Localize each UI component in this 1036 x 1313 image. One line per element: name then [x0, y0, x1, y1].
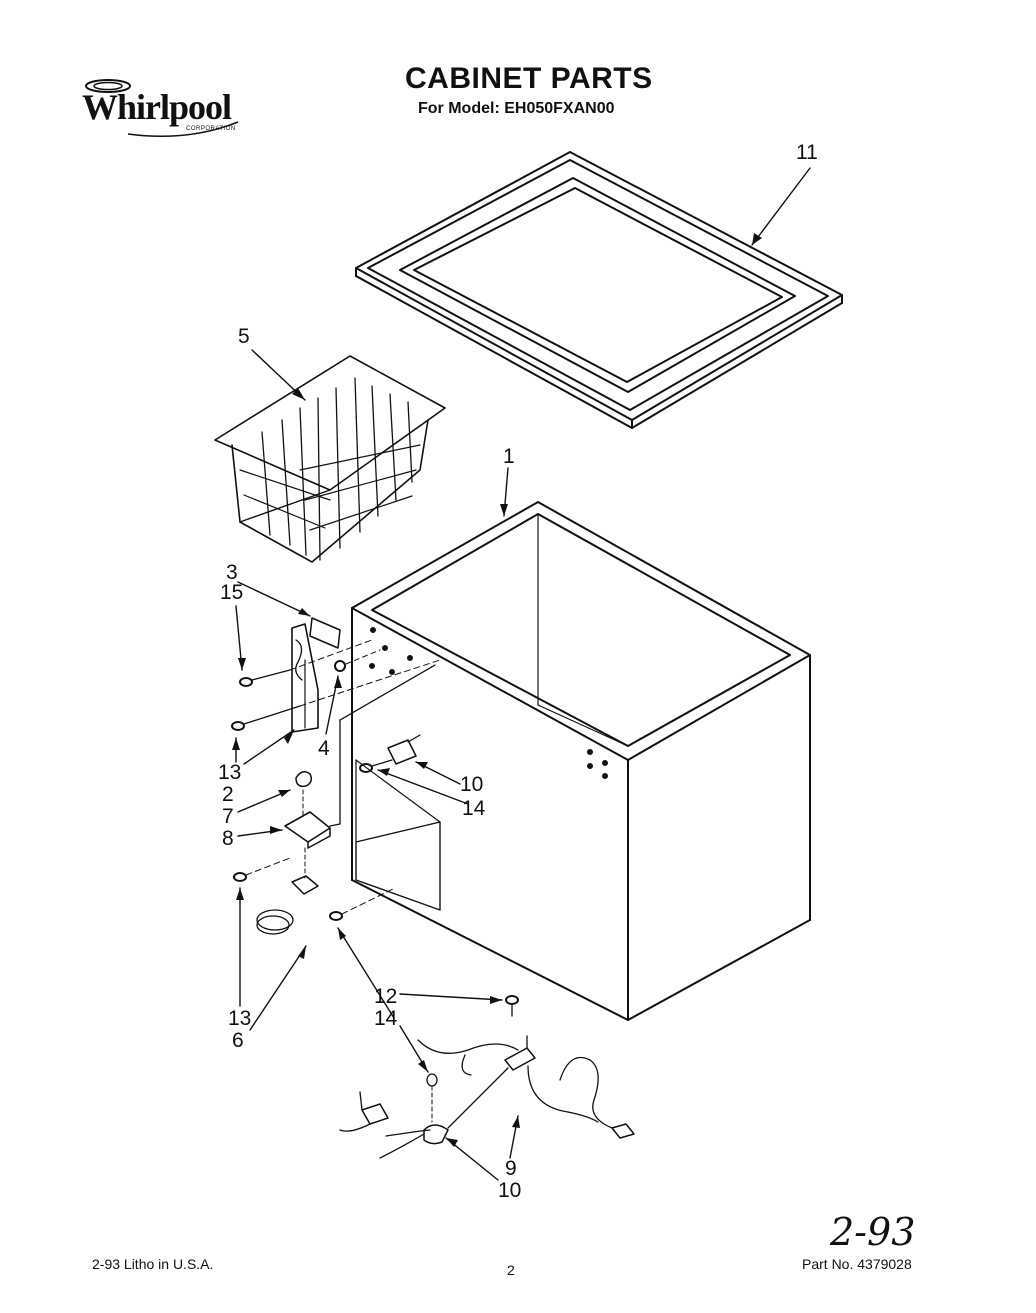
callout-6: 6 [232, 1029, 244, 1052]
callout-8: 8 [222, 827, 234, 850]
callout-3: 3 [226, 561, 238, 584]
model-line: For Model: EH050FXAN00 [418, 100, 615, 117]
callout-10-lower: 10 [498, 1179, 522, 1202]
logo-swirl-icon [85, 79, 239, 138]
wiring-harness [339, 1035, 635, 1159]
callout-2: 2 [222, 783, 234, 806]
lower-fasteners [329, 887, 519, 1017]
callout-15: 15 [220, 581, 244, 604]
wire-basket-part [214, 355, 446, 563]
callout-9: 9 [505, 1157, 517, 1180]
callout-arrowheads [232, 233, 762, 1147]
upper-clip-assembly [359, 734, 421, 773]
callout-11: 11 [796, 141, 818, 164]
part-number: Part No. 4379028 [802, 1256, 912, 1272]
thermostat-bracket-assembly [233, 664, 436, 935]
lid-frame-part [355, 151, 843, 429]
callout-10-upper: 10 [460, 773, 484, 796]
callout-12: 12 [374, 985, 398, 1008]
handwritten-date: 2-93 [830, 1210, 916, 1254]
callout-13-upper: 13 [218, 761, 242, 784]
page-number: 2 [507, 1262, 515, 1278]
callout-leaders [235, 167, 811, 1181]
brand-sub: CORPORATION [186, 126, 236, 132]
callout-1: 1 [503, 445, 515, 468]
brand-name: Whirlpool [82, 87, 232, 127]
cabinet-part [351, 501, 811, 1021]
hinge-assembly [231, 617, 441, 733]
litho-note: 2-93 Litho in U.S.A. [92, 1256, 214, 1272]
callout-5: 5 [238, 325, 250, 348]
callout-14-lower: 14 [374, 1007, 398, 1030]
callout-13-lower: 13 [228, 1007, 252, 1030]
callout-4: 4 [318, 737, 330, 760]
callout-14-upper: 14 [462, 797, 486, 820]
whirlpool-logo: Whirlpool CORPORATION [68, 72, 248, 142]
page-title: CABINET PARTS [405, 62, 653, 95]
callout-7: 7 [222, 805, 234, 828]
